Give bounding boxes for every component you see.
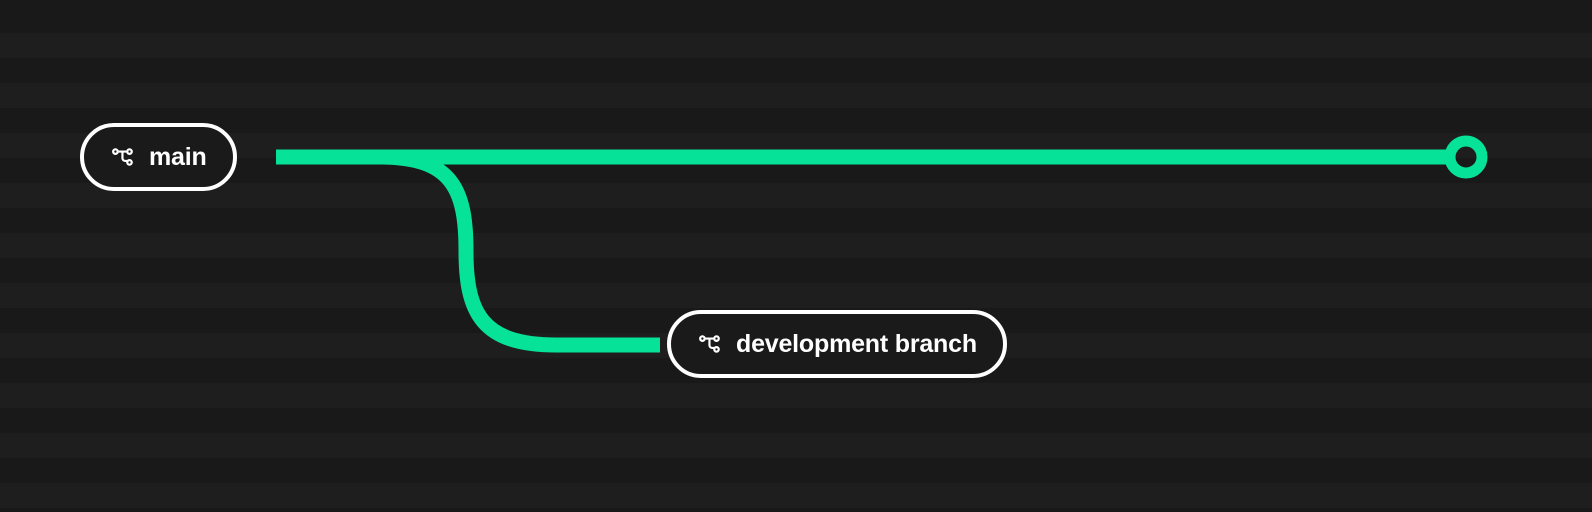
branch-badge-development[interactable]: development branch xyxy=(667,310,1007,378)
branch-badge-main[interactable]: main xyxy=(80,123,237,191)
git-branch-icon xyxy=(699,335,720,353)
development-branch-line xyxy=(276,149,660,353)
head-commit-ring[interactable] xyxy=(1444,135,1488,179)
git-branch-icon xyxy=(112,148,133,166)
branch-badge-main-label: main xyxy=(149,142,207,171)
branch-badge-development-label: development branch xyxy=(736,329,977,358)
